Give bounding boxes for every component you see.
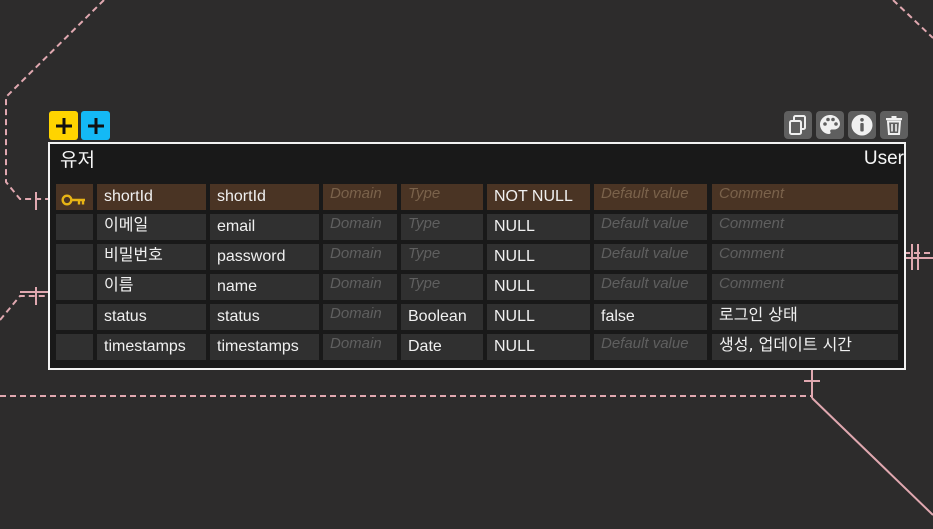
add-column-button[interactable] bbox=[49, 111, 78, 140]
plus-icon bbox=[87, 117, 104, 134]
column-domain-input[interactable]: Domain bbox=[323, 274, 397, 300]
add-index-button[interactable] bbox=[81, 111, 110, 140]
column-comment-input[interactable]: Comment bbox=[712, 274, 898, 300]
column-type-input[interactable]: Type bbox=[401, 274, 483, 300]
column-comment-input[interactable]: Comment bbox=[712, 244, 898, 270]
column-physical-name-input[interactable]: email bbox=[210, 214, 319, 240]
column-nullable-toggle[interactable]: NULL bbox=[487, 244, 590, 270]
trash-icon bbox=[886, 116, 902, 135]
column-default-input[interactable]: false bbox=[594, 304, 707, 330]
column-domain-input[interactable]: Domain bbox=[323, 334, 397, 360]
column-type-input[interactable]: Date bbox=[401, 334, 483, 360]
copy-icon bbox=[789, 115, 806, 135]
delete-button[interactable] bbox=[880, 111, 908, 139]
column-default-input[interactable]: Default value bbox=[594, 184, 707, 210]
column-nullable-toggle[interactable]: NOT NULL bbox=[487, 184, 590, 210]
column-type-input[interactable]: Type bbox=[401, 214, 483, 240]
column-name-input[interactable]: 비밀번호 bbox=[97, 244, 206, 270]
key-toggle[interactable] bbox=[56, 214, 93, 240]
key-icon bbox=[61, 194, 85, 206]
column-default-input[interactable]: Default value bbox=[594, 274, 707, 300]
column-physical-name-input[interactable]: name bbox=[210, 274, 319, 300]
column-physical-name-input[interactable]: status bbox=[210, 304, 319, 330]
column-type-input[interactable]: Boolean bbox=[401, 304, 483, 330]
column-name-input[interactable]: 이름 bbox=[97, 274, 206, 300]
column-comment-input[interactable]: Comment bbox=[712, 214, 898, 240]
column-name-input[interactable]: timestamps bbox=[97, 334, 206, 360]
info-icon bbox=[851, 114, 873, 136]
column-name-input[interactable]: status bbox=[97, 304, 206, 330]
column-nullable-toggle[interactable]: NULL bbox=[487, 274, 590, 300]
column-name-input[interactable]: shortId bbox=[97, 184, 206, 210]
primary-key-toggle[interactable] bbox=[56, 184, 93, 210]
plus-icon bbox=[55, 117, 72, 134]
column-comment-input[interactable]: Comment bbox=[712, 184, 898, 210]
key-toggle[interactable] bbox=[56, 274, 93, 300]
copy-button[interactable] bbox=[784, 111, 812, 139]
column-default-input[interactable]: Default value bbox=[594, 334, 707, 360]
column-physical-name-input[interactable]: shortId bbox=[210, 184, 319, 210]
column-domain-input[interactable]: Domain bbox=[323, 214, 397, 240]
column-nullable-toggle[interactable]: NULL bbox=[487, 304, 590, 330]
column-type-input[interactable]: Type bbox=[401, 244, 483, 270]
key-toggle[interactable] bbox=[56, 304, 93, 330]
column-nullable-toggle[interactable]: NULL bbox=[487, 214, 590, 240]
column-type-input[interactable]: Type bbox=[401, 184, 483, 210]
column-physical-name-input[interactable]: timestamps bbox=[210, 334, 319, 360]
palette-icon bbox=[820, 115, 840, 134]
column-domain-input[interactable]: Domain bbox=[323, 304, 397, 330]
column-default-input[interactable]: Default value bbox=[594, 244, 707, 270]
color-button[interactable] bbox=[816, 111, 844, 139]
column-comment-input[interactable]: 생성, 업데이트 시간 bbox=[712, 334, 898, 360]
info-button[interactable] bbox=[848, 111, 876, 139]
column-physical-name-input[interactable]: password bbox=[210, 244, 319, 270]
column-domain-input[interactable]: Domain bbox=[323, 244, 397, 270]
column-domain-input[interactable]: Domain bbox=[323, 184, 397, 210]
key-toggle[interactable] bbox=[56, 334, 93, 360]
column-comment-input[interactable]: 로그인 상태 bbox=[712, 304, 898, 330]
entity-physical-name[interactable]: User bbox=[863, 148, 904, 169]
column-name-input[interactable]: 이메일 bbox=[97, 214, 206, 240]
column-nullable-toggle[interactable]: NULL bbox=[487, 334, 590, 360]
column-default-input[interactable]: Default value bbox=[594, 214, 707, 240]
key-toggle[interactable] bbox=[56, 244, 93, 270]
entity-logical-name[interactable]: 유저 bbox=[60, 149, 95, 171]
